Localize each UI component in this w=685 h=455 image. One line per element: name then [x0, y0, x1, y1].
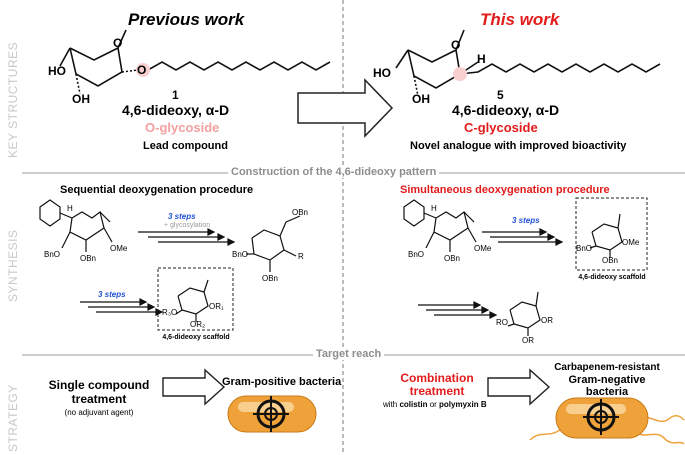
sequential-arrows-2 — [80, 298, 164, 316]
simultaneous-scaffold-obn-label: OBn — [602, 256, 619, 265]
sequential-product-bno-label: BnO — [232, 250, 249, 259]
previous-ho4-label: HO — [48, 64, 66, 78]
simultaneous-scaffold-ome-label: OMe — [622, 238, 640, 247]
sequential-ome-label: OMe — [110, 244, 128, 253]
sequential-product-obn-label: OBn — [292, 208, 309, 217]
sequential-title: Sequential deoxygenation procedure — [60, 184, 254, 196]
separator-construction: Construction of the 4,6-dideoxy pattern — [228, 166, 440, 178]
highlight-circle-this — [453, 67, 467, 81]
highlight-circle-previous — [136, 63, 150, 77]
previous-compound-number: 1 — [172, 88, 179, 102]
sequential-scaffold-or2-label: OR₂ — [190, 320, 206, 329]
note-pre: with — [383, 400, 400, 409]
sequential-h-label: H — [67, 204, 73, 213]
simultaneous-obn-label: OBn — [444, 254, 461, 263]
sequential-product-obn2-label: OBn — [262, 274, 279, 283]
simultaneous-title: Simultaneous deoxygenation procedure — [400, 184, 610, 196]
simultaneous-product — [507, 291, 541, 336]
separator-target: Target reach — [313, 348, 385, 360]
simultaneous-product-ro-label: RO — [496, 318, 508, 327]
previous-desc: Lead compound — [143, 140, 228, 152]
drug-polymyxin: polymyxin B — [439, 400, 487, 409]
previous-ring-o-label: O — [113, 36, 123, 50]
sequential-arrows-1 — [138, 228, 236, 246]
sequential-scaffold-caption: 4,6-dideoxy scaffold — [162, 334, 230, 341]
sequential-product-r-label: R — [298, 252, 304, 261]
sequential-obn-label: OBn — [80, 254, 97, 263]
strategy-left-line2: treatment — [71, 392, 127, 406]
simultaneous-arrows-2 — [418, 301, 498, 319]
strategy-right-treatment: Combination treatment — [392, 372, 482, 398]
simultaneous-arrows-1 — [482, 228, 564, 246]
previous-link-o-label: O — [137, 63, 147, 77]
molecule-this — [395, 29, 661, 97]
sequential-steps1: 3 steps — [168, 212, 196, 221]
strategy-left-note: (no adjuvant agent) — [64, 408, 134, 417]
this-compound-number: 5 — [497, 88, 504, 102]
strategy-arrow-left — [162, 368, 226, 406]
sequential-product — [246, 215, 301, 272]
previous-name-line2: O-glycoside — [145, 120, 220, 135]
this-ho4-label: HO — [373, 66, 391, 80]
previous-work-title: Previous work — [128, 10, 245, 29]
strategy-right-target1: Carbapenem-resistant — [554, 362, 660, 373]
this-name-line2: C-glycoside — [464, 120, 538, 135]
simultaneous-start-material — [403, 199, 477, 252]
strategy-right-line1: Combination — [400, 371, 474, 385]
this-ho3-label: OH — [412, 92, 430, 106]
strategy-left-treatment: Single compound treatment — [44, 378, 154, 406]
this-name-line1: 4,6-dideoxy, α-D — [452, 102, 560, 118]
big-hollow-arrow — [297, 78, 394, 138]
strategy-right-line2: treatment — [409, 384, 465, 398]
sequential-scaffold — [175, 279, 209, 322]
simultaneous-bno-label: BnO — [408, 250, 425, 259]
this-work-title: This work — [480, 10, 560, 29]
simultaneous-scaffold-caption: 4,6-dideoxy scaffold — [578, 274, 646, 281]
target-crosshair-right — [583, 399, 619, 435]
simultaneous-product-or2-label: OR — [522, 336, 534, 345]
previous-name-line1: 4,6-dideoxy, α-D — [122, 102, 230, 118]
sequential-scaffold-box — [157, 267, 234, 331]
sequential-scaffold-or1-label: OR₁ — [209, 302, 224, 311]
this-ring-o-label: O — [451, 38, 461, 52]
simultaneous-scaffold-bno-label: BnO — [576, 244, 593, 253]
strategy-left-target: Gram-positive bacteria — [222, 376, 342, 388]
this-h-label: H — [477, 52, 486, 66]
target-crosshair-left — [253, 396, 289, 432]
note-mid: or — [427, 400, 440, 409]
simultaneous-ome-label: OMe — [474, 244, 492, 253]
strategy-right-target: Carbapenem-resistant Gram-negative bacte… — [552, 362, 662, 398]
simultaneous-scaffold-box — [575, 197, 648, 271]
sequential-glycosylation: + glycosylation — [164, 222, 211, 229]
this-desc: Novel analogue with improved bioactivity — [410, 140, 627, 152]
molecule-previous — [59, 29, 331, 95]
strategy-right-note: with colistin or polymyxin B — [383, 400, 487, 409]
strategy-arrow-right — [487, 368, 551, 406]
sequential-scaffold-r3o-label: R₃O — [162, 308, 178, 317]
sequential-bno-label: BnO — [44, 250, 61, 259]
strategy-left-line1: Single compound — [48, 378, 150, 392]
simultaneous-h-label: H — [431, 204, 437, 213]
simultaneous-scaffold — [589, 213, 623, 258]
sequential-start-material — [39, 199, 113, 252]
simultaneous-steps: 3 steps — [512, 216, 540, 225]
previous-ho3-label: OH — [72, 92, 90, 106]
sequential-steps2: 3 steps — [98, 290, 126, 299]
strategy-right-target2: Gram-negative bacteria — [568, 374, 646, 398]
simultaneous-product-or-label: OR — [541, 316, 553, 325]
drug-colistin: colistin — [399, 400, 428, 409]
